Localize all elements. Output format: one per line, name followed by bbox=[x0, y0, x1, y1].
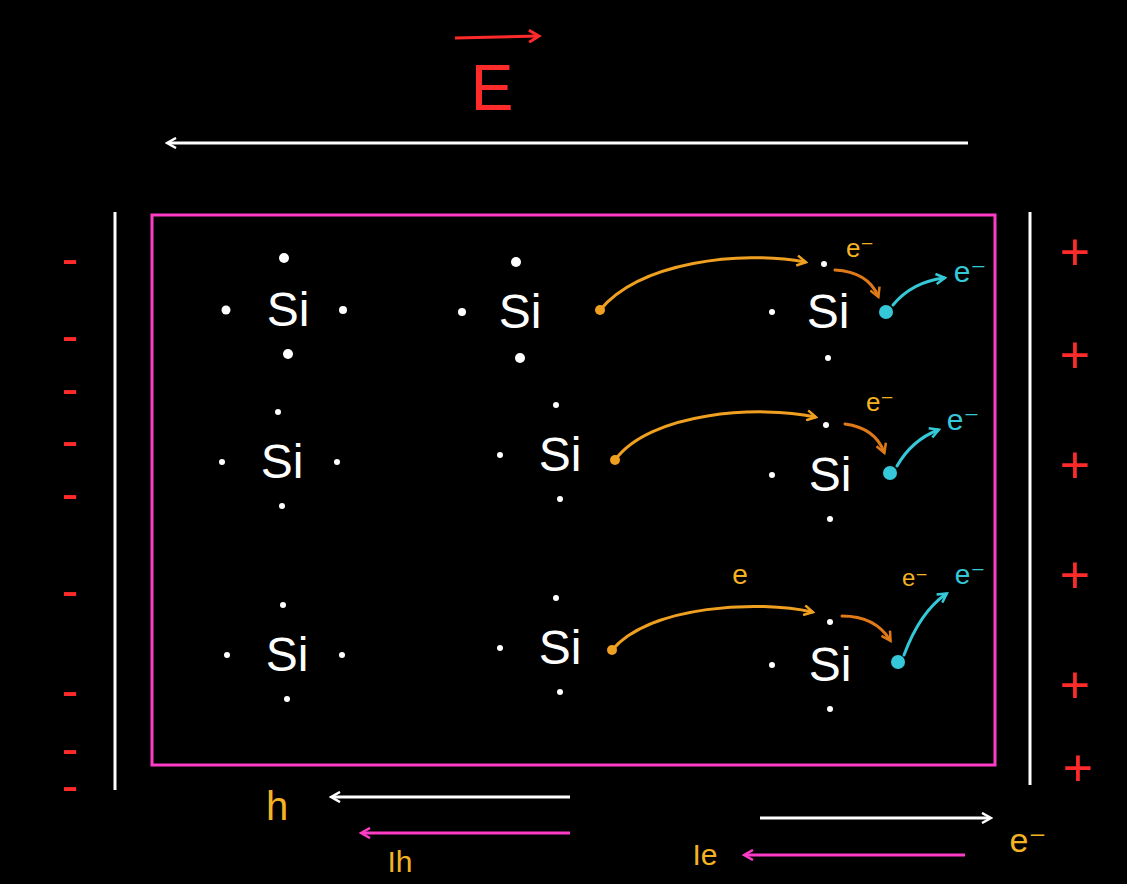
hop-arrow bbox=[600, 258, 805, 310]
electron-label: e⁻ bbox=[954, 257, 987, 287]
drift-arrow bbox=[904, 594, 946, 655]
valence-dot bbox=[769, 662, 775, 668]
electron-current-arrow bbox=[745, 854, 965, 857]
positive-charge: + bbox=[1060, 439, 1090, 491]
negative-charge: - bbox=[62, 415, 79, 465]
valence-dot bbox=[283, 349, 293, 359]
negative-charge: - bbox=[62, 760, 79, 810]
valence-dot bbox=[280, 602, 286, 608]
valence-dot bbox=[825, 355, 831, 361]
drift-arrow bbox=[897, 430, 938, 466]
free-electron bbox=[879, 305, 893, 319]
drift-arrow bbox=[893, 278, 944, 305]
free-electron bbox=[891, 655, 905, 669]
field-arrow bbox=[168, 142, 968, 145]
valence-dot bbox=[334, 459, 340, 465]
electron-label: e⁻ bbox=[947, 405, 980, 435]
hop-arrow bbox=[615, 412, 815, 460]
field-symbol: E bbox=[471, 56, 514, 120]
free-electron bbox=[883, 466, 897, 480]
valence-dot bbox=[823, 422, 829, 428]
valence-dots bbox=[219, 253, 833, 712]
negative-charge: - bbox=[62, 565, 79, 615]
silicon-atom: Si bbox=[267, 286, 310, 334]
positive-charge: + bbox=[1063, 742, 1093, 794]
valence-dot bbox=[553, 595, 559, 601]
electron-label: e⁻ bbox=[1010, 823, 1047, 857]
silicon-atom: Si bbox=[807, 288, 850, 336]
valence-dot bbox=[827, 619, 833, 625]
valence-dot bbox=[515, 353, 525, 363]
valence-dot bbox=[497, 452, 503, 458]
current-label: Ih bbox=[387, 847, 412, 877]
negative-charge: - bbox=[62, 233, 79, 283]
vector-arrow bbox=[455, 36, 538, 38]
valence-dot bbox=[219, 459, 225, 465]
valence-dot bbox=[769, 309, 775, 315]
electron-label: e⁻ bbox=[955, 561, 985, 589]
valence-dot bbox=[821, 261, 827, 267]
hop-arrow bbox=[842, 616, 890, 640]
positive-charge: + bbox=[1060, 329, 1090, 381]
negative-charge: - bbox=[62, 363, 79, 413]
valence-dot bbox=[339, 652, 345, 658]
valence-dot bbox=[553, 402, 559, 408]
negative-charge: - bbox=[62, 310, 79, 360]
silicon-atom: Si bbox=[539, 624, 582, 672]
current-label: Ie bbox=[692, 840, 717, 870]
valence-dot bbox=[279, 503, 285, 509]
crystal-outline bbox=[152, 215, 995, 765]
silicon-atom: Si bbox=[499, 288, 542, 336]
valence-dot bbox=[284, 696, 290, 702]
valence-dot bbox=[222, 306, 231, 315]
valence-dot bbox=[511, 257, 521, 267]
silicon-atom: Si bbox=[261, 438, 304, 486]
valence-dot bbox=[224, 652, 230, 658]
electron-label: e⁻ bbox=[846, 235, 874, 261]
positive-charge: + bbox=[1060, 226, 1090, 278]
hole-flow-arrow bbox=[332, 796, 570, 799]
hole-current-arrow bbox=[362, 832, 570, 835]
valence-dot bbox=[458, 308, 466, 316]
electron-flow-arrow bbox=[760, 817, 990, 820]
silicon-atom: Si bbox=[266, 631, 309, 679]
positive-charge: + bbox=[1060, 549, 1090, 601]
valence-dot bbox=[339, 306, 347, 314]
negative-plate bbox=[114, 212, 117, 790]
valence-dot bbox=[557, 496, 563, 502]
electron-label: e⁻ bbox=[902, 566, 928, 590]
hop-arrow bbox=[845, 424, 884, 452]
valence-dot bbox=[769, 472, 775, 478]
silicon-atom: Si bbox=[539, 431, 582, 479]
valence-dot bbox=[827, 516, 833, 522]
valence-dot bbox=[497, 645, 503, 651]
negative-charge: - bbox=[62, 665, 79, 715]
negative-charge: - bbox=[62, 468, 79, 518]
hole-label: h bbox=[266, 786, 288, 826]
silicon-atom: Si bbox=[809, 451, 852, 499]
valence-dot bbox=[275, 409, 281, 415]
valence-dot bbox=[557, 689, 563, 695]
positive-charge: + bbox=[1060, 659, 1090, 711]
electron-label: e bbox=[732, 561, 748, 589]
electron-label: e⁻ bbox=[866, 389, 894, 415]
valence-dot bbox=[279, 253, 289, 263]
valence-dot bbox=[827, 706, 833, 712]
positive-plate bbox=[1029, 212, 1032, 785]
silicon-atom: Si bbox=[809, 641, 852, 689]
hop-arrow bbox=[612, 606, 812, 650]
